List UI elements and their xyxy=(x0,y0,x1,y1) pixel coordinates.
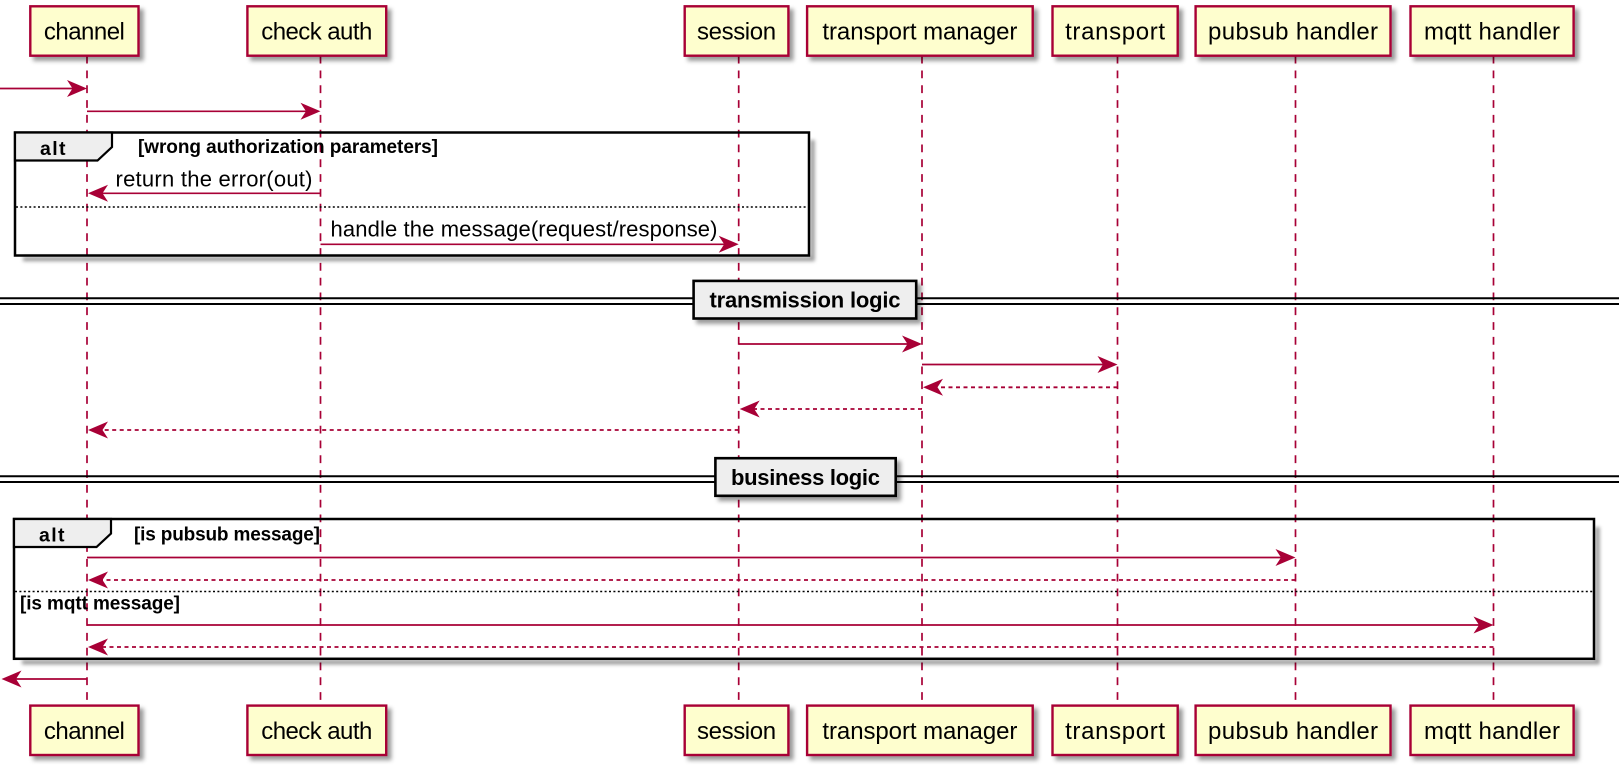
svg-text:session: session xyxy=(697,718,776,745)
svg-text:alt: alt xyxy=(40,138,66,160)
svg-text:check auth: check auth xyxy=(261,19,372,46)
svg-text:[is mqtt message]: [is mqtt message] xyxy=(20,594,180,615)
svg-text:session: session xyxy=(697,19,776,46)
svg-text:transport manager: transport manager xyxy=(822,19,1017,46)
svg-text:transport: transport xyxy=(1065,718,1165,745)
svg-text:handle the message(request/res: handle the message(request/response) xyxy=(331,216,718,241)
svg-text:channel: channel xyxy=(44,718,125,745)
svg-text:[wrong authorization parameter: [wrong authorization parameters] xyxy=(138,137,438,158)
svg-text:transport manager: transport manager xyxy=(822,718,1017,745)
svg-text:pubsub handler: pubsub handler xyxy=(1208,718,1378,745)
svg-text:alt: alt xyxy=(39,525,65,547)
svg-text:channel: channel xyxy=(44,19,125,46)
svg-text:mqtt handler: mqtt handler xyxy=(1424,718,1560,745)
svg-text:mqtt handler: mqtt handler xyxy=(1424,19,1560,46)
svg-text:transmission logic: transmission logic xyxy=(710,288,901,313)
svg-text:pubsub handler: pubsub handler xyxy=(1208,19,1378,46)
svg-text:return the error(out): return the error(out) xyxy=(116,166,313,191)
svg-text:check auth: check auth xyxy=(261,718,372,745)
svg-text:business logic: business logic xyxy=(731,465,880,490)
svg-text:transport: transport xyxy=(1065,19,1165,46)
svg-text:[is pubsub message]: [is pubsub message] xyxy=(134,524,320,545)
